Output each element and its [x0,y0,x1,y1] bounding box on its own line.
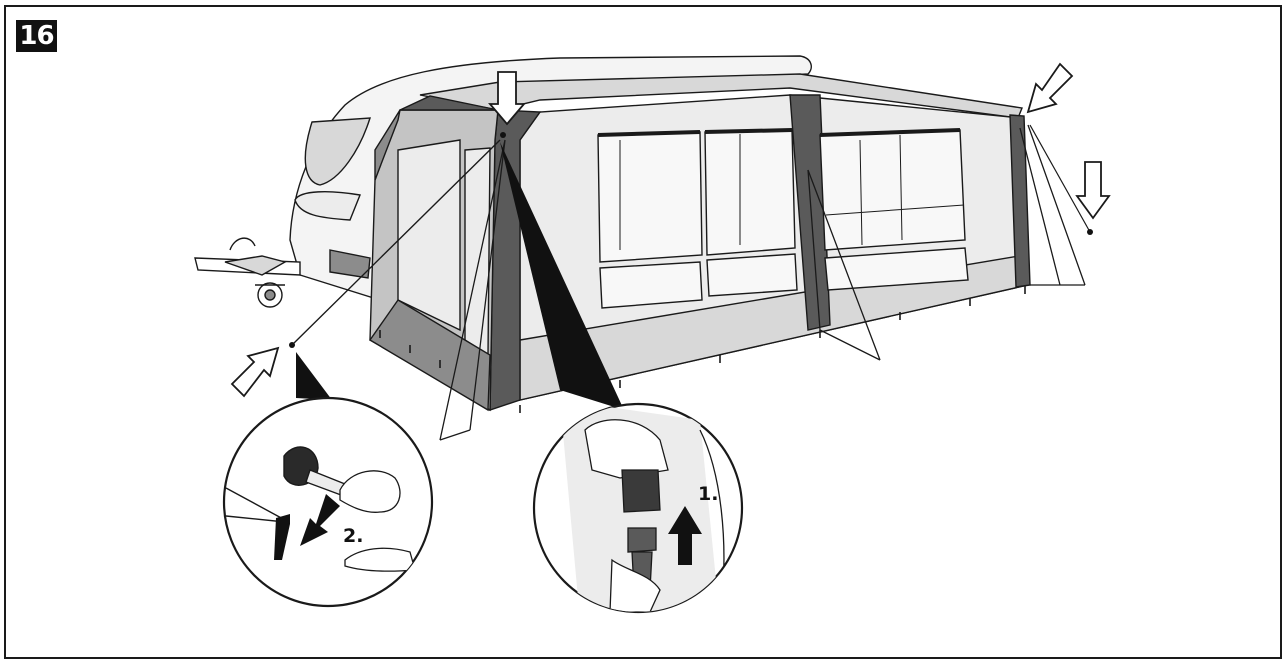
arrow-diagonal-icon [230,346,280,398]
peg [274,514,290,560]
down-arrow-icon [300,494,340,546]
hand-bottom [609,558,661,612]
instruction-frame [4,5,1282,659]
up-arrow-icon [668,506,702,565]
guy-lines [225,487,286,523]
storm-poles [291,124,1091,441]
arrow-diagonal-icon [1026,62,1074,114]
step-number-badge: 16 [16,20,57,52]
step-label-1: 1. [698,483,718,505]
arrow-down-icon [1075,161,1111,220]
peg-point-left [289,342,295,348]
buckle-point [500,132,506,138]
arrow-down-icon [488,71,526,126]
callout-wedge-left [296,352,332,400]
step-label-2: 2. [343,525,363,547]
peg-point-right [1087,229,1093,235]
callout-wedge-right [500,142,624,410]
hand-holding-mallet [339,470,401,513]
caravan-hitch [194,237,301,308]
awning [368,73,1031,413]
